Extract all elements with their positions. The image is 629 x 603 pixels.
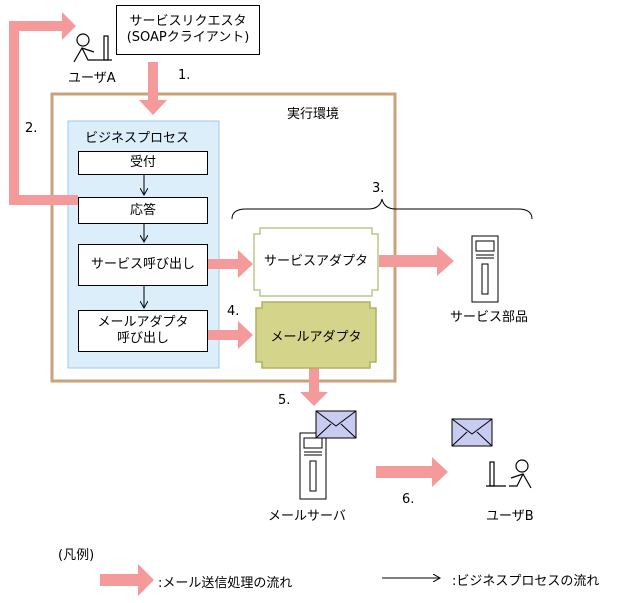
legend-title: (凡例) bbox=[58, 548, 95, 563]
step-receive: 受付 bbox=[78, 151, 208, 175]
service-part-label: サービス部品 bbox=[450, 310, 529, 325]
legend-mail-flow: :メール送信処理の流れ bbox=[158, 576, 293, 591]
mail-server-label: メールサーバ bbox=[268, 509, 346, 524]
step-call-service: サービス呼び出し bbox=[78, 244, 208, 286]
step-number-4: 4. bbox=[227, 304, 240, 319]
arrow-5 bbox=[300, 368, 328, 406]
mail-adapter-label: メールアダプタ bbox=[270, 330, 362, 345]
requester-line2: (SOAPクライアント) bbox=[126, 30, 250, 45]
user-b-figure bbox=[486, 459, 532, 489]
arrow-to-service-part bbox=[379, 246, 454, 276]
user-b-label: ユーザB bbox=[486, 509, 534, 524]
mail-adapter-shape bbox=[255, 301, 377, 369]
step-call-mail-adapter: メールアダプタ 呼び出し bbox=[78, 310, 208, 352]
service-requester-box: サービスリクエスタ (SOAPクライアント) bbox=[116, 5, 260, 55]
brace bbox=[231, 198, 533, 220]
arrow-1 bbox=[139, 62, 167, 115]
user-a-label: ユーザA bbox=[68, 71, 116, 86]
user-a-figure bbox=[73, 33, 112, 63]
step-call-mail-line1: メールアダプタ bbox=[97, 315, 189, 330]
arrow-call-mail bbox=[207, 321, 253, 349]
step-number-2: 2. bbox=[25, 121, 38, 136]
legend-mail-arrow bbox=[100, 564, 154, 596]
envelope-icon-1 bbox=[315, 410, 357, 439]
service-adapter-label: サービスアダプタ bbox=[263, 254, 368, 269]
exec-env-title: 実行環境 bbox=[287, 107, 340, 122]
service-part-server bbox=[471, 235, 499, 303]
bp-title: ビジネスプロセス bbox=[85, 131, 190, 146]
envelope-icon-2 bbox=[451, 418, 493, 447]
mail-server-shape bbox=[299, 432, 327, 500]
step-respond: 応答 bbox=[78, 197, 208, 224]
arrow-call-service bbox=[207, 250, 253, 278]
arrow-2 bbox=[9, 12, 78, 205]
arrow-6 bbox=[376, 457, 448, 487]
step-call-mail-line2: 呼び出し bbox=[116, 331, 169, 346]
step-number-3: 3. bbox=[372, 181, 385, 196]
step-number-5: 5. bbox=[278, 393, 291, 408]
step-number-1: 1. bbox=[178, 68, 191, 83]
requester-line1: サービスリクエスタ bbox=[129, 14, 247, 29]
step-number-6: 6. bbox=[402, 492, 415, 507]
service-adapter-shape bbox=[253, 227, 379, 297]
legend-bp-flow: :ビジネスプロセスの流れ bbox=[452, 574, 600, 589]
exec-env-frame bbox=[50, 92, 397, 383]
